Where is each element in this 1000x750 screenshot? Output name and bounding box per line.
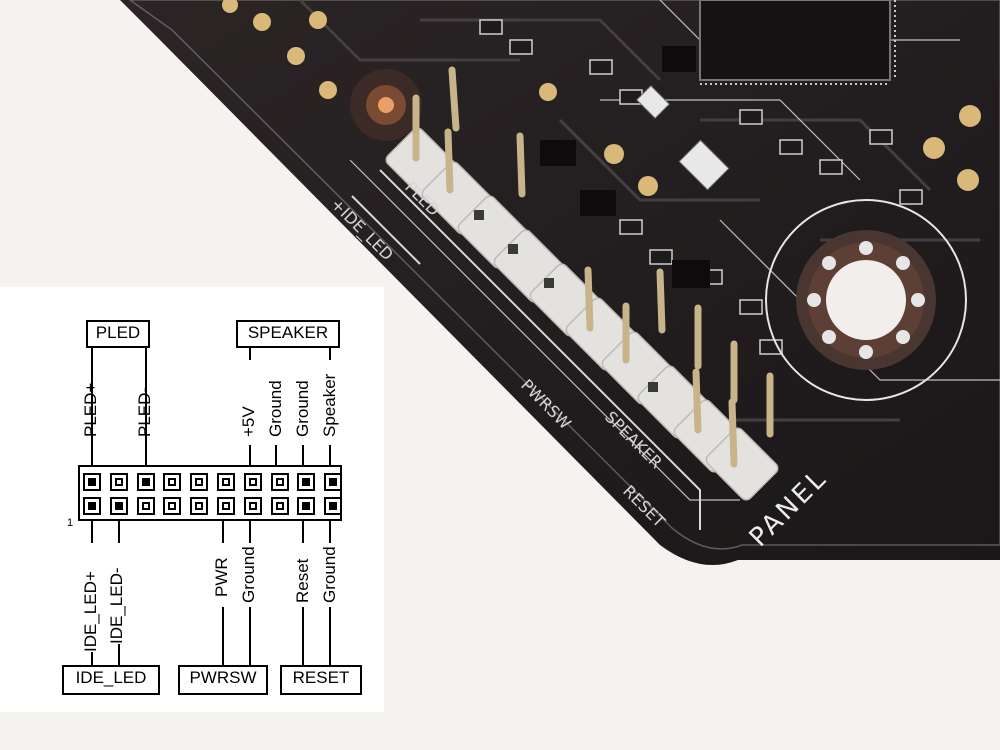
header-pin xyxy=(243,497,262,515)
header-pin xyxy=(83,497,101,515)
header-pin xyxy=(217,497,235,515)
pin-label-5v: +5V xyxy=(239,406,258,437)
wire-pwr-low xyxy=(222,607,224,666)
pinout-diagram: PLED SPEAKER PLED+ PLED- +5V Ground Grou… xyxy=(0,287,384,712)
wire-ground-1 xyxy=(275,445,277,466)
wire-5v-top xyxy=(249,348,251,360)
pin-label-speaker: Speaker xyxy=(320,373,339,437)
wire-ide-led-minus xyxy=(118,521,120,543)
group-label-pwrsw: PWRSW xyxy=(178,665,268,695)
pin-label-ide-led-minus: IDE_LED- xyxy=(107,567,126,644)
wire-ground-2 xyxy=(302,445,304,466)
pin-label-ground-3: Ground xyxy=(239,546,258,603)
mounting-hole-pad xyxy=(765,199,967,401)
header-pin xyxy=(83,473,101,491)
wire-speaker xyxy=(329,445,331,466)
wire-pled-minus xyxy=(145,348,147,466)
header-pin xyxy=(270,473,289,491)
header-pin xyxy=(324,473,343,491)
group-label-speaker: SPEAKER xyxy=(236,320,340,348)
wire-pled-plus xyxy=(91,348,93,466)
header-pin xyxy=(190,473,209,491)
header-pin xyxy=(270,497,289,515)
wire-5v xyxy=(249,445,251,466)
wire-ide-led-minus-low xyxy=(118,644,120,666)
wire-ground-3 xyxy=(249,521,251,543)
header-pin xyxy=(297,497,316,515)
pin-label-pwr: PWR xyxy=(212,557,231,597)
pin-label-ground-2: Ground xyxy=(293,380,312,437)
wire-reset xyxy=(302,521,304,543)
header-pin xyxy=(163,473,182,491)
header-pin xyxy=(163,497,182,515)
header-pin xyxy=(190,497,209,515)
wire-ide-led-plus xyxy=(91,521,93,543)
header-pin xyxy=(109,497,128,515)
front-panel-header xyxy=(385,127,779,501)
wire-ground-4 xyxy=(329,521,331,543)
pin-label-reset: Reset xyxy=(293,558,312,603)
header-pin xyxy=(324,497,343,515)
wire-ground-3-low xyxy=(249,607,251,666)
wire-reset-low xyxy=(302,607,304,666)
pin-label-ide-led-plus: IDE_LED+ xyxy=(81,571,100,652)
wire-ground-4-low xyxy=(329,607,331,666)
header-pin xyxy=(297,473,316,491)
wire-speaker-top xyxy=(329,348,331,360)
pin-one-marker: 1 xyxy=(67,517,74,529)
header-pin xyxy=(136,497,155,515)
header-pin xyxy=(217,473,235,491)
header-pin xyxy=(136,473,155,491)
group-label-ide-led: IDE_LED xyxy=(62,665,160,695)
header-pin xyxy=(109,473,128,491)
pin-label-pled-plus: PLED+ xyxy=(81,382,100,437)
header-pin xyxy=(243,473,262,491)
wire-pwr xyxy=(222,521,224,543)
group-label-reset: RESET xyxy=(280,665,362,695)
chip xyxy=(699,0,891,81)
pin-label-pled-minus: PLED- xyxy=(135,386,154,437)
pin-label-ground-1: Ground xyxy=(266,380,285,437)
group-label-pled: PLED xyxy=(86,320,150,348)
wire-ide-led-plus-low xyxy=(91,652,93,666)
pin-label-ground-4: Ground xyxy=(320,546,339,603)
